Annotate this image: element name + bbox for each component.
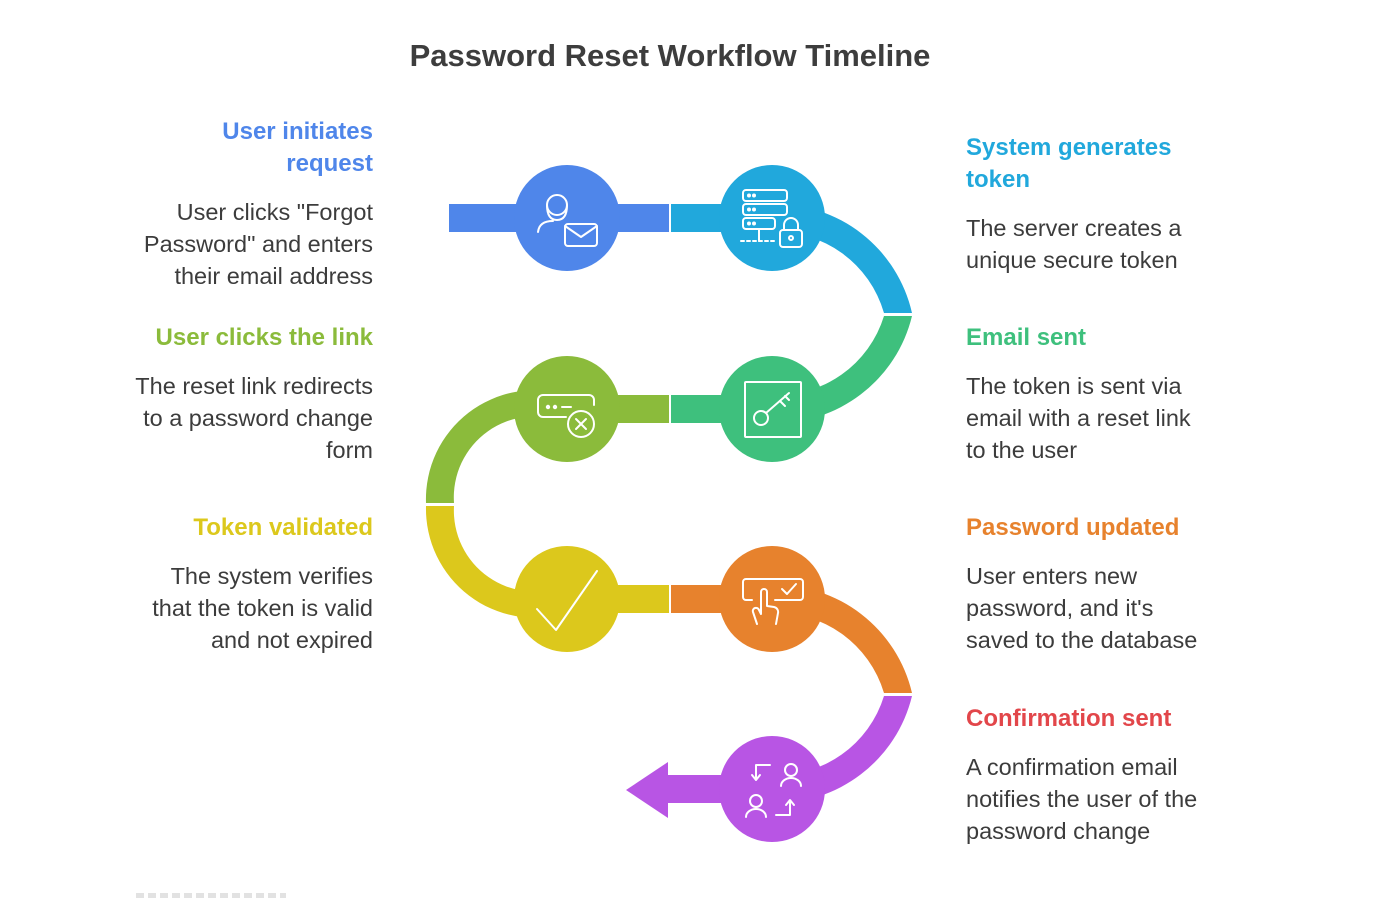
- step-description: The token is sent via email with a reset…: [966, 373, 1191, 463]
- step-title: User initiates request: [222, 118, 373, 177]
- step-circle-7: [719, 736, 825, 842]
- step-title: Password updated: [966, 514, 1180, 541]
- step-password-updated: Password updated User enters new passwor…: [966, 512, 1216, 656]
- step-title: System generates token: [966, 134, 1172, 193]
- step-description: The server creates a unique secure token: [966, 215, 1182, 273]
- user-exchange-icon: [745, 763, 802, 818]
- touch-checkbox-icon: [742, 578, 804, 625]
- user-email-icon: [537, 194, 598, 247]
- step-title: Token validated: [193, 514, 373, 541]
- password-field-close-icon: [537, 394, 595, 438]
- step-confirmation-sent: Confirmation sent A confirmation email n…: [966, 703, 1206, 847]
- step-description: The system verifies that the token is va…: [152, 563, 373, 653]
- step-system-generates-token: System generates token The server create…: [966, 132, 1206, 276]
- step-description: A confirmation email notifies the user o…: [966, 754, 1198, 844]
- checkmark-icon: [536, 570, 598, 631]
- watermark: [136, 893, 286, 898]
- step-title: Email sent: [966, 324, 1087, 351]
- band-segment-7: [626, 696, 912, 818]
- step-circle-4: [514, 356, 620, 462]
- step-description: User enters new password, and it's saved…: [966, 563, 1198, 653]
- step-user-clicks-link: User clicks the link The reset link redi…: [133, 322, 373, 466]
- step-circle-5: [514, 546, 620, 652]
- step-circle-6: [719, 546, 825, 652]
- step-description: The reset link redirects to a password c…: [135, 373, 373, 463]
- step-email-sent: Email sent The token is sent via email w…: [966, 322, 1206, 466]
- step-title: User clicks the link: [155, 324, 373, 351]
- step-user-initiates-request: User initiates request User clicks "Forg…: [133, 116, 373, 292]
- step-description: User clicks "Forgot Password" and enters…: [143, 199, 373, 289]
- key-icon: [744, 381, 802, 438]
- server-lock-icon: [740, 189, 803, 248]
- step-title: Confirmation sent: [966, 705, 1172, 732]
- diagram-title: Password Reset Workflow Timeline: [409, 38, 931, 73]
- step-token-validated: Token validated The system verifies that…: [133, 512, 373, 656]
- step-circle-1: [514, 165, 620, 271]
